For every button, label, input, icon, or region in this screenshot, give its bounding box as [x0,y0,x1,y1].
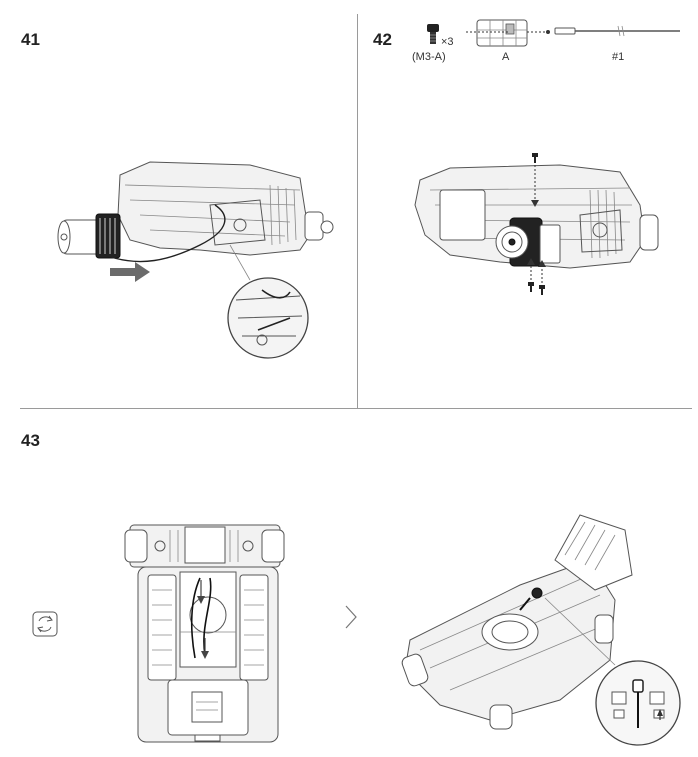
chassis-underside-view [124,524,285,743]
tool-b-label: #1 [612,51,625,63]
tool-a-icon [466,19,550,47]
screwdriver-icon [554,25,680,37]
tool-a-label: A [502,51,510,63]
motor-module [495,217,561,267]
chevron-right-icon [345,605,357,629]
step-number-43: 43 [21,431,40,450]
robot-chassis-view [414,164,659,269]
horizontal-divider [20,408,692,409]
screw-icon [427,24,439,44]
vertical-divider [357,14,358,408]
detail-magnifier-circle [595,660,681,746]
screw-insert-arrows [527,153,546,295]
insert-direction-arrow [110,262,150,282]
cable [104,204,226,263]
rotate-icon [32,611,58,637]
screw-quantity: ×3 [441,36,454,48]
robot-chassis-side-view [117,161,334,256]
step-number-42: 42 [373,30,392,49]
screw-code: (M3-A) [412,51,446,63]
motor-module [57,213,121,259]
step-number-41: 41 [21,30,40,49]
detail-magnifier-circle [227,244,309,359]
chassis-perspective-view [401,514,633,730]
